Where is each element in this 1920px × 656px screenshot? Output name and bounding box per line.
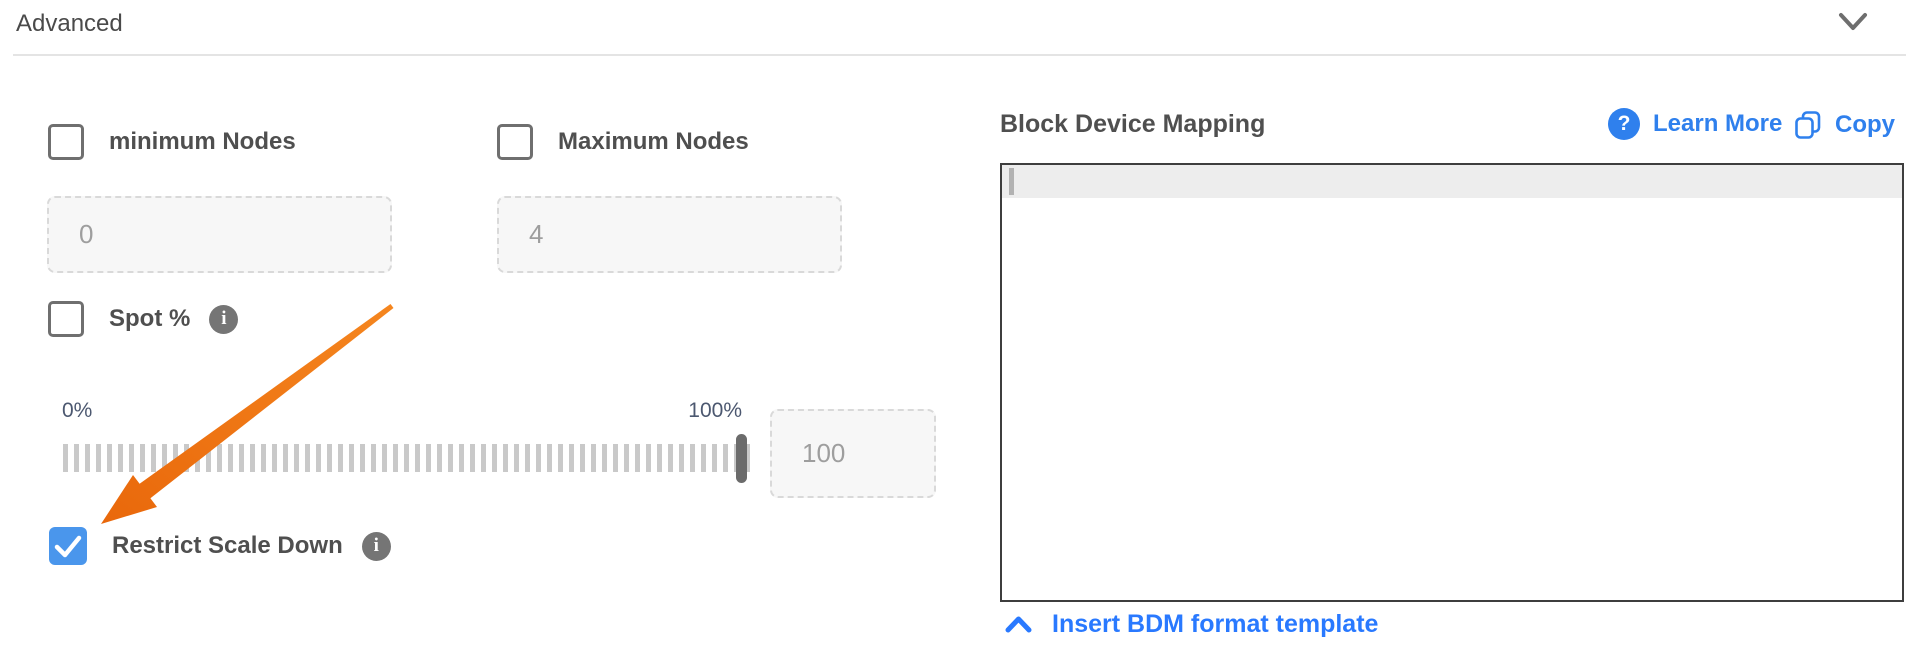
info-icon[interactable]: i xyxy=(209,304,239,334)
restrict-scale-down-group: Restrict Scale Down i xyxy=(49,527,391,565)
section-title: Advanced xyxy=(16,10,123,37)
spot-percentage-slider-track[interactable] xyxy=(63,444,753,472)
chevron-up-icon xyxy=(1004,614,1033,635)
min-nodes-label: minimum Nodes xyxy=(109,128,296,155)
spot-group: Spot % i xyxy=(48,301,239,337)
copy-label: Copy xyxy=(1835,111,1895,138)
question-glyph: ? xyxy=(1617,112,1631,135)
insert-bdm-template-link[interactable]: Insert BDM format template xyxy=(1004,610,1378,639)
copy-button[interactable]: Copy xyxy=(1794,110,1895,140)
learn-more-label: Learn More xyxy=(1653,110,1783,137)
section-divider xyxy=(13,54,1906,56)
max-nodes-input[interactable] xyxy=(497,196,842,273)
spot-checkbox[interactable] xyxy=(48,301,84,337)
info-icon[interactable]: i xyxy=(361,531,391,561)
spot-percentage-slider-handle[interactable] xyxy=(736,434,747,483)
restrict-scale-down-label: Restrict Scale Down xyxy=(112,532,343,559)
restrict-scale-down-checkbox[interactable] xyxy=(49,527,87,565)
max-nodes-group: Maximum Nodes xyxy=(497,124,749,160)
max-nodes-label: Maximum Nodes xyxy=(558,128,749,155)
chevron-down-icon[interactable] xyxy=(1838,10,1868,34)
info-glyph: i xyxy=(221,308,227,329)
slider-min-label: 0% xyxy=(62,399,93,422)
bdm-title: Block Device Mapping xyxy=(1000,110,1266,138)
copy-icon xyxy=(1794,110,1822,140)
editor-active-line xyxy=(1002,165,1902,198)
insert-bdm-template-label: Insert BDM format template xyxy=(1052,610,1379,638)
question-icon: ? xyxy=(1608,108,1640,140)
min-nodes-checkbox[interactable] xyxy=(48,124,84,160)
info-glyph: i xyxy=(373,535,379,556)
min-nodes-input[interactable] xyxy=(47,196,392,273)
min-nodes-group: minimum Nodes xyxy=(48,124,296,160)
bdm-editor[interactable] xyxy=(1000,163,1904,602)
check-icon xyxy=(49,527,87,565)
spot-label: Spot % xyxy=(109,305,191,332)
slider-max-label: 100% xyxy=(688,399,742,422)
spot-percentage-input[interactable] xyxy=(770,409,936,498)
editor-caret xyxy=(1009,168,1014,195)
max-nodes-checkbox[interactable] xyxy=(497,124,533,160)
learn-more-link[interactable]: ? Learn More xyxy=(1608,108,1782,140)
